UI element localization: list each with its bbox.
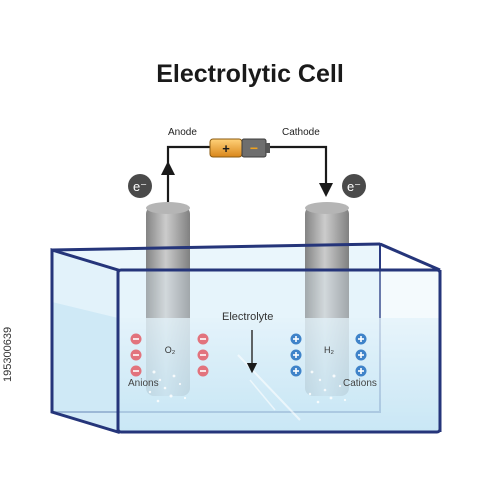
cathode-gas-label: H₂ (324, 345, 334, 355)
anode-wire (166, 145, 212, 205)
anion-icon (130, 365, 142, 377)
cation-icon (290, 349, 302, 361)
anode-electron-text: e⁻ (133, 179, 147, 194)
battery: + − (209, 138, 270, 158)
cation-icon (290, 365, 302, 377)
cation-icon (355, 333, 367, 345)
cations-label: Cations (343, 378, 377, 389)
battery-positive-sign: + (222, 141, 230, 156)
cation-icon (355, 349, 367, 361)
cation-icon (355, 365, 367, 377)
cathode-bubbles (308, 370, 347, 404)
electrolyte-side (52, 302, 118, 432)
anions-group (130, 333, 209, 377)
electrolyte-fill (118, 318, 440, 432)
anode-electron-badge: e⁻ (128, 174, 152, 198)
anion-icon (197, 365, 209, 377)
anode-bubbles (148, 370, 187, 403)
anion-icon (130, 333, 142, 345)
electrolyte-label: Electrolyte (222, 311, 274, 323)
anode-label: Anode (168, 127, 197, 138)
cathode-label: Cathode (282, 127, 320, 138)
anode-gas-label: O₂ (165, 345, 176, 355)
cathode-electron-badge: e⁻ (342, 174, 366, 198)
anion-icon (197, 349, 209, 361)
tank-front (50, 242, 442, 435)
battery-negative-sign: − (250, 140, 258, 156)
diagram-title: Electrolytic Cell (156, 60, 344, 88)
cathode-wire (270, 145, 328, 185)
anion-icon (197, 333, 209, 345)
anion-icon (130, 349, 142, 361)
cation-icon (290, 333, 302, 345)
anions-label: Anions (128, 378, 159, 389)
cathode-electron-text: e⁻ (347, 179, 361, 194)
stock-id: 195300639 (2, 326, 14, 382)
cations-group (290, 333, 367, 377)
